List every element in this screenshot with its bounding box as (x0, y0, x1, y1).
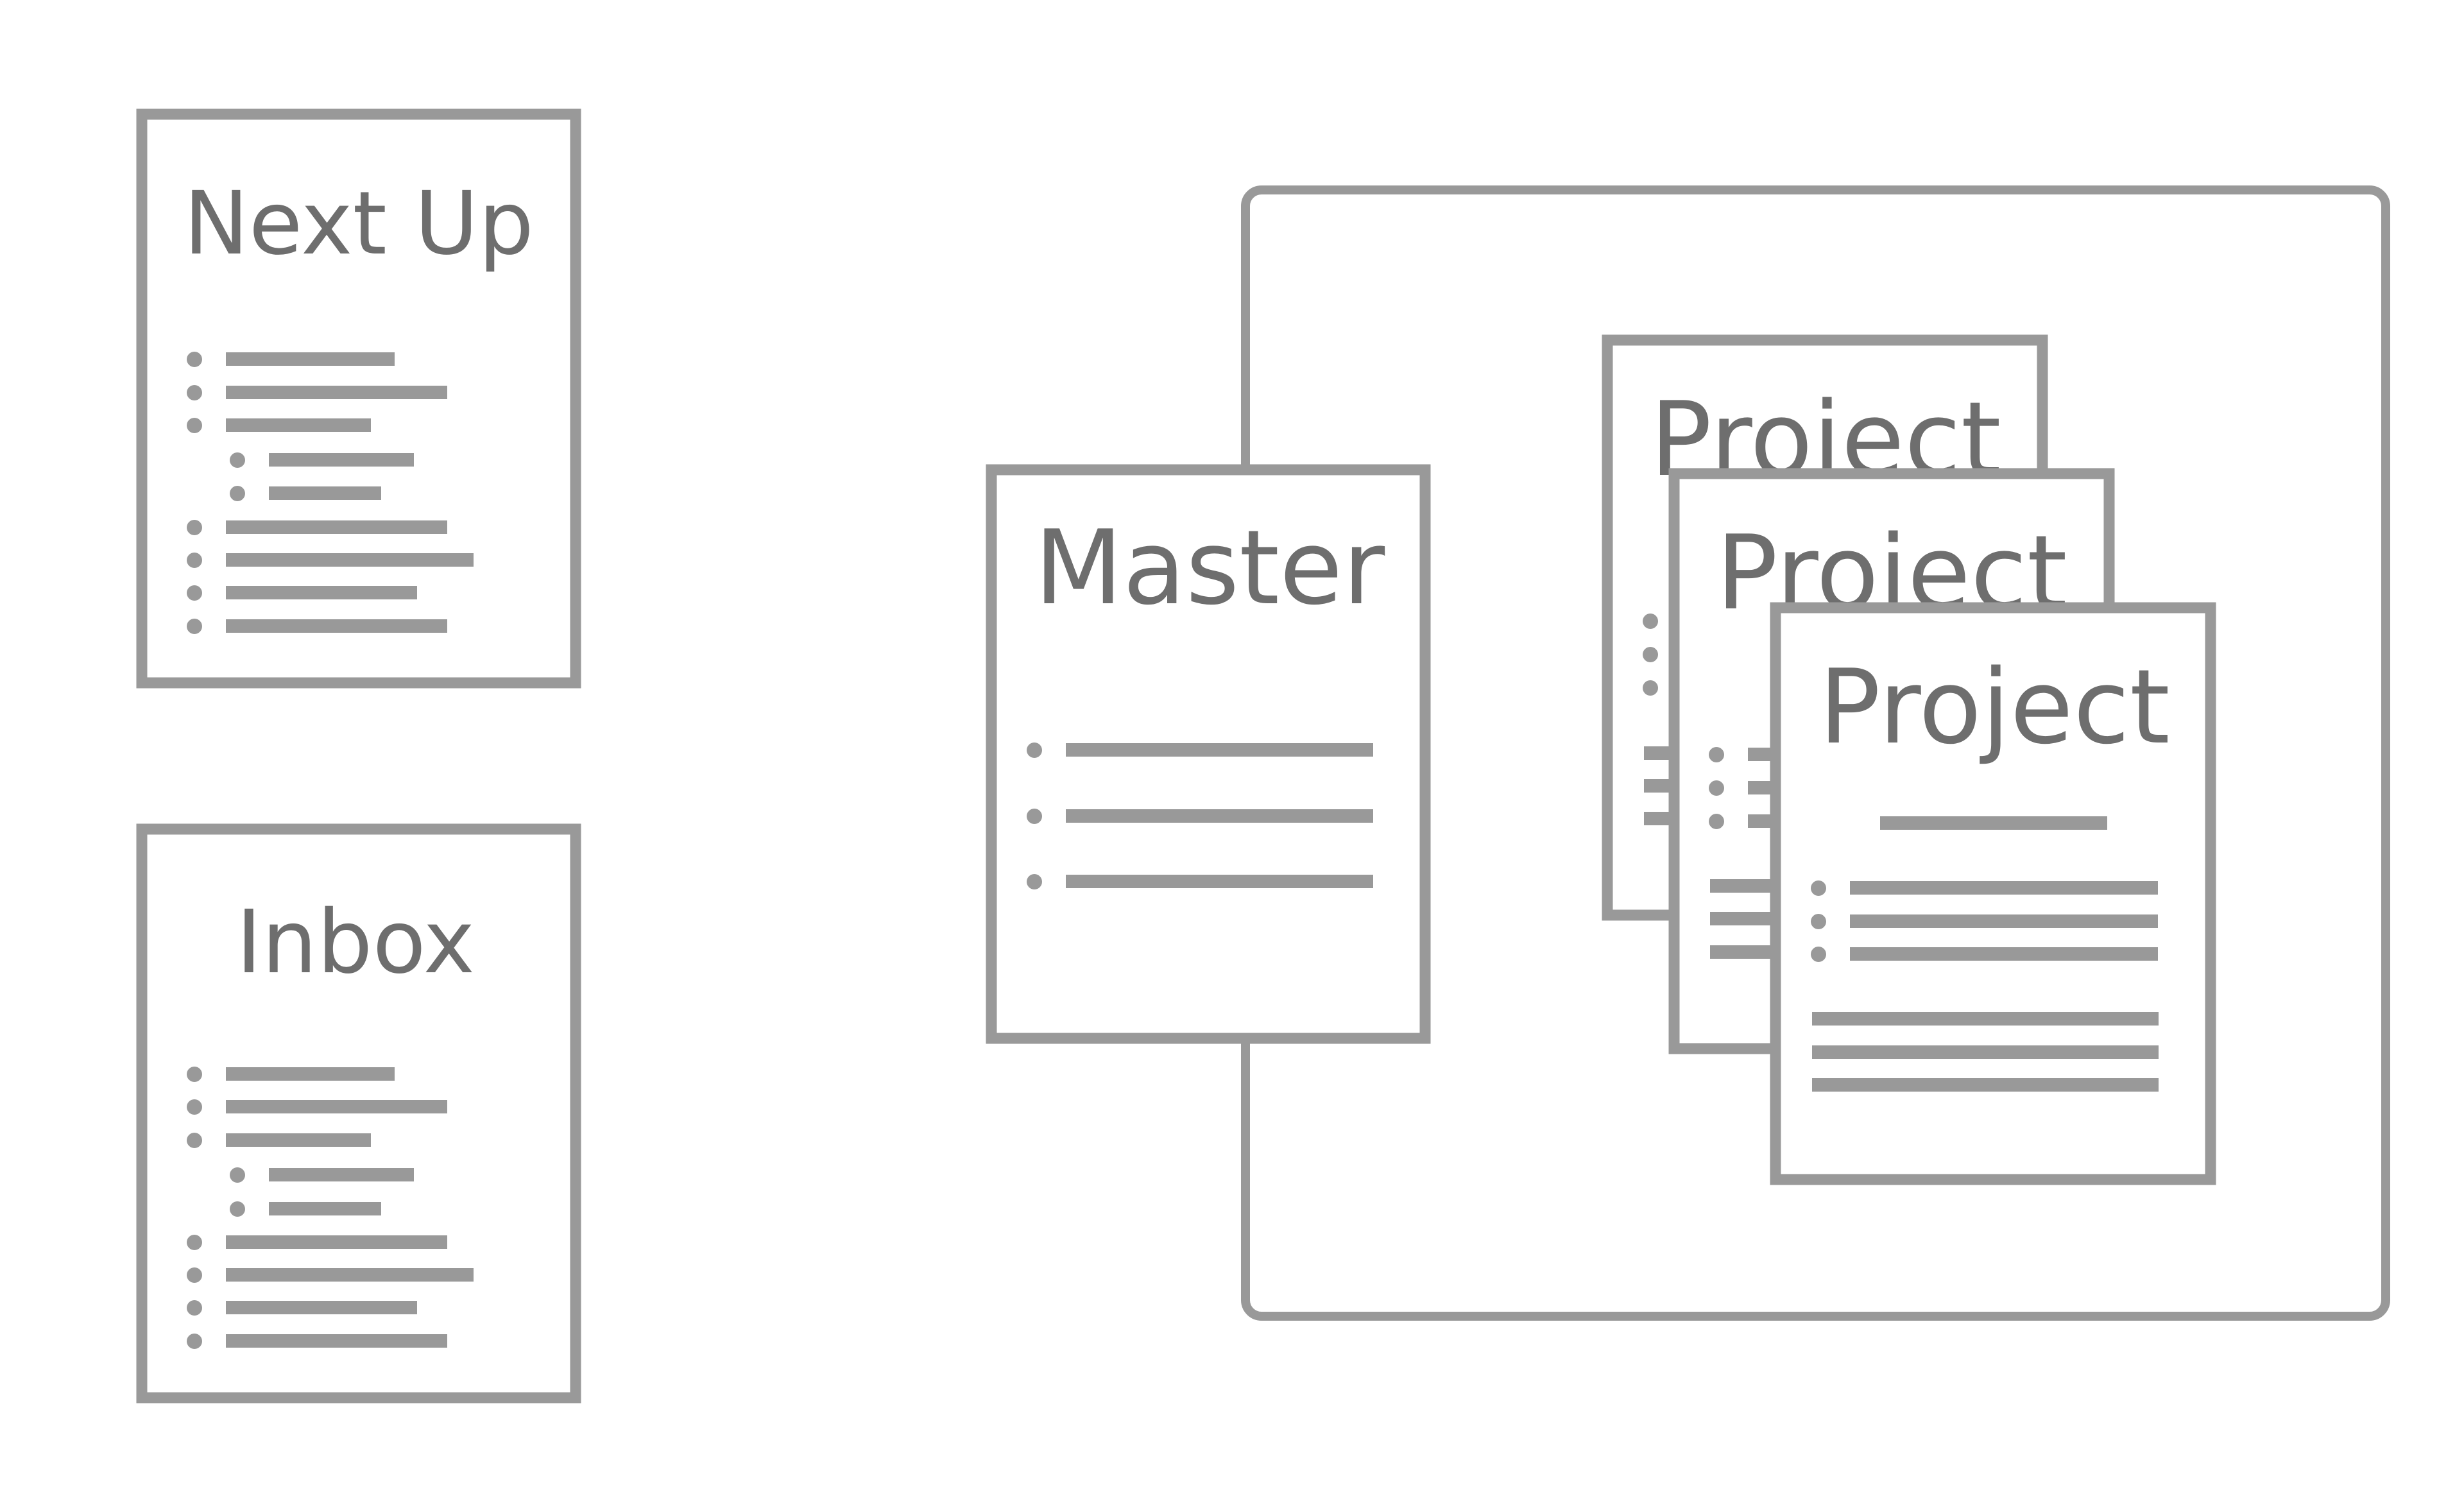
text-line (1812, 1012, 2159, 1026)
bullet-line (1066, 809, 1373, 823)
project-front-title: Project (1818, 647, 2169, 767)
bullet-dot (1027, 742, 1042, 758)
text-line (1812, 1078, 2159, 1092)
inbox-title: Inbox (236, 892, 475, 993)
bullet-line (226, 1268, 474, 1282)
heading-underline (1880, 816, 2107, 830)
bullet-line (226, 586, 417, 599)
bullet-dot (187, 1133, 202, 1148)
bullet-dot (1709, 780, 1724, 796)
bullet-line (226, 1067, 395, 1081)
master-title: Master (1034, 508, 1385, 628)
bullet-line (226, 1334, 447, 1348)
bullet-dot (187, 553, 202, 568)
sub-bullet-line (269, 453, 414, 467)
bullet-dot (187, 1334, 202, 1349)
next-up-document: Next Up (136, 108, 581, 689)
bullet-line (226, 418, 371, 432)
sub-bullet-line (269, 486, 381, 500)
bullet-dot (187, 619, 202, 634)
bullet-dot (187, 418, 202, 433)
sub-bullet-dot (230, 1201, 245, 1217)
text-line (1812, 1045, 2159, 1059)
bullet-line (226, 1235, 447, 1249)
bullet-line (226, 386, 447, 399)
bullet-line (226, 1301, 417, 1314)
bullet-dot (187, 1267, 202, 1283)
bullet-dot (187, 1300, 202, 1316)
sub-bullet-dot (230, 486, 245, 501)
next-up-bullets (187, 352, 474, 634)
bullet-line (1850, 947, 2158, 961)
bullet-line (226, 1100, 447, 1113)
bullet-dot (1811, 880, 1826, 896)
bullet-dot (187, 520, 202, 535)
bullet-dot (187, 385, 202, 400)
bullet-line (226, 553, 474, 567)
bullet-dot (1709, 747, 1724, 762)
bullet-dot (187, 585, 202, 601)
bullet-dot (187, 1067, 202, 1082)
master-bullets (1027, 742, 1373, 889)
project-document-front: Project (1770, 602, 2216, 1185)
bullet-dot (1709, 814, 1724, 829)
bullet-line (1066, 875, 1373, 888)
bullet-line (1850, 881, 2158, 895)
inbox-document: Inbox (136, 823, 581, 1403)
bullet-dot (1027, 874, 1042, 889)
bullet-dot (1643, 680, 1658, 696)
bullet-line (226, 1133, 371, 1147)
bullet-line (226, 352, 395, 366)
bullet-line (226, 520, 447, 534)
bullet-dot (1027, 809, 1042, 824)
bullet-dot (187, 352, 202, 367)
next-up-title: Next Up (184, 173, 534, 275)
master-document: Master (986, 464, 1431, 1044)
bullet-dot (187, 1235, 202, 1250)
inbox-bullets (187, 1067, 474, 1349)
bullet-dot (1811, 947, 1826, 962)
sub-bullet-dot (230, 1167, 245, 1183)
project-front-content (1811, 816, 2159, 1092)
bullet-dot (1643, 614, 1658, 629)
sub-bullet-dot (230, 452, 245, 468)
bullet-line (1066, 743, 1373, 757)
bullet-dot (1811, 914, 1826, 929)
bullet-line (226, 619, 447, 633)
bullet-line (1850, 914, 2158, 928)
sub-bullet-line (269, 1202, 381, 1215)
bullet-dot (1643, 647, 1658, 662)
bullet-dot (187, 1099, 202, 1115)
sub-bullet-line (269, 1168, 414, 1181)
